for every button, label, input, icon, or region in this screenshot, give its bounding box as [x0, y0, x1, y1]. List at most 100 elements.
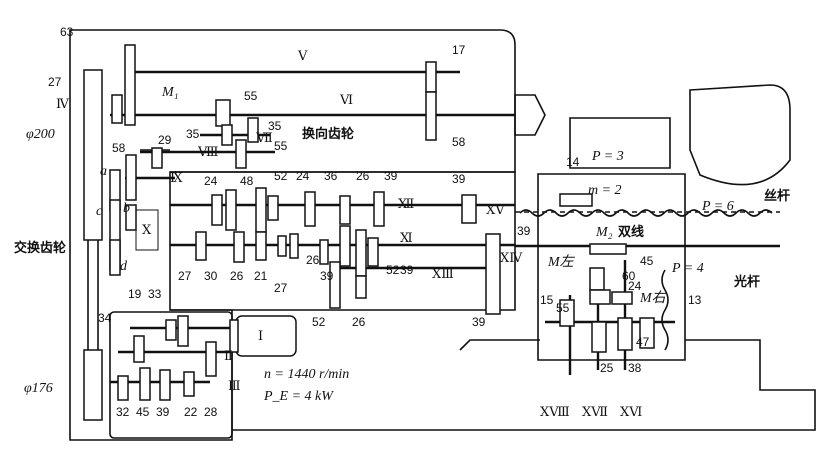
- label-13: 13: [688, 293, 702, 307]
- gear-33: [177, 315, 189, 347]
- label-26d: 26: [352, 315, 366, 329]
- apron-outline: [537, 173, 686, 361]
- gear-30: [233, 231, 245, 263]
- label-14: 14: [566, 155, 580, 169]
- gear-27b: [195, 231, 207, 261]
- label-24c: 24: [628, 279, 642, 293]
- label-26b: 26: [230, 269, 244, 283]
- gear-45b: [139, 367, 151, 401]
- apron-gear-25: [591, 321, 607, 353]
- motor-body: [235, 315, 297, 357]
- shaft-label-iv: Ⅳ: [56, 96, 70, 111]
- apron-gear-47: [639, 317, 655, 349]
- gear-24a: [211, 194, 223, 226]
- shaft-label-xiii: ⅩⅢ: [432, 266, 454, 281]
- shaft-label-xiv: ⅩⅣ: [500, 250, 523, 265]
- label-39a: 39: [384, 169, 398, 183]
- label-15: 15: [540, 293, 554, 307]
- label-29: 29: [158, 133, 172, 147]
- label-52c: 52: [386, 263, 400, 277]
- label-19: 19: [128, 287, 142, 301]
- label-52b: 52: [312, 315, 326, 329]
- gear-58a: [425, 91, 437, 141]
- gear-21: [277, 235, 287, 257]
- gear-27a: [111, 94, 123, 124]
- label-27b: 27: [178, 269, 192, 283]
- tailstock-outline: [689, 84, 791, 186]
- label-34: 34: [98, 311, 112, 325]
- label-26c: 26: [306, 253, 320, 267]
- label-27c: 27: [274, 281, 288, 295]
- gear-19: [165, 319, 177, 341]
- rack-p4: [661, 269, 669, 351]
- apron-gear-60: [589, 289, 611, 305]
- label-45a: 45: [640, 254, 654, 268]
- chuck-outline: [514, 94, 546, 136]
- gear-48: [225, 189, 237, 231]
- gear-63: [124, 44, 136, 126]
- label-27a: 27: [48, 75, 62, 89]
- carriage-outline: [569, 117, 671, 169]
- gear-26a: [339, 195, 351, 225]
- pulley-phi176: [83, 349, 103, 421]
- shaft-label-v: Ⅴ: [297, 48, 308, 63]
- annotation-p-eq-3: P = 3: [591, 149, 624, 164]
- gear-26c: [319, 239, 329, 265]
- annotation-change-gear: 交换齿轮: [14, 240, 66, 255]
- change-gear-d: [109, 239, 121, 276]
- gear-39c: [367, 237, 379, 267]
- annotation-feed-rod: 光杆: [733, 274, 760, 289]
- label-55b: 55: [274, 139, 288, 153]
- shaft-label-x: Ⅹ: [142, 222, 152, 237]
- label-c: c: [96, 204, 103, 219]
- shaft-label-vii: Ⅶ: [255, 130, 273, 145]
- annotation-speed: n = 1440 r/min: [264, 367, 349, 382]
- label-39c: 39: [320, 269, 334, 283]
- gear-36: [304, 191, 316, 227]
- label-24b: 24: [296, 169, 310, 183]
- shaft-label-vi: Ⅵ: [339, 92, 353, 107]
- label-22: 22: [184, 405, 198, 419]
- shaft-label-xi: Ⅺ: [400, 230, 413, 245]
- gear-17: [425, 61, 437, 93]
- annotation-p-eq-4: P = 4: [671, 261, 704, 276]
- label-39g: 39: [156, 405, 170, 419]
- apron-gear-55: [559, 299, 575, 327]
- label-45b: 45: [136, 405, 150, 419]
- apron-gear-45: [589, 267, 605, 291]
- label-39d: 39: [517, 224, 531, 238]
- gear-52a: [255, 187, 267, 233]
- label-39f: 39: [472, 315, 486, 329]
- annotation-m2: M₂: [595, 225, 613, 240]
- label-32: 32: [116, 405, 130, 419]
- lead-screw-thread: [519, 209, 773, 217]
- label-b: b: [123, 201, 130, 216]
- gear-29: [151, 147, 163, 169]
- label-39e: 39: [400, 263, 414, 277]
- annotation-p-eq-6: P = 6: [701, 199, 734, 214]
- label-39b: 39: [452, 172, 466, 186]
- gear-28: [205, 341, 217, 377]
- gear-39f: [159, 369, 171, 401]
- gear-39b: [339, 225, 351, 267]
- gear-58b: [125, 154, 137, 201]
- label-33: 33: [148, 287, 162, 301]
- label-47: 47: [636, 335, 650, 349]
- shaft-label-xviii: ⅩⅧ: [540, 404, 570, 419]
- label-58a: 58: [452, 135, 466, 149]
- shaft-label-xii: Ⅻ: [398, 196, 414, 211]
- shaft-label-iii: Ⅲ: [228, 378, 241, 393]
- label-28: 28: [204, 405, 218, 419]
- gear-34: [133, 335, 145, 363]
- label-d: d: [120, 259, 128, 274]
- shaft-label-i: Ⅰ: [258, 328, 263, 343]
- annotation-m-right: M右: [639, 290, 668, 306]
- label-a: a: [100, 164, 107, 179]
- shaft-label-xvi-a: ⅩⅥ: [620, 404, 642, 419]
- label-30: 30: [204, 269, 218, 283]
- gear-39a: [373, 191, 385, 227]
- label-25: 25: [600, 361, 614, 375]
- gear-22: [183, 371, 195, 397]
- annotation-reverse-gear: 换向齿轮: [302, 126, 354, 141]
- half-nut-m2: [589, 243, 627, 255]
